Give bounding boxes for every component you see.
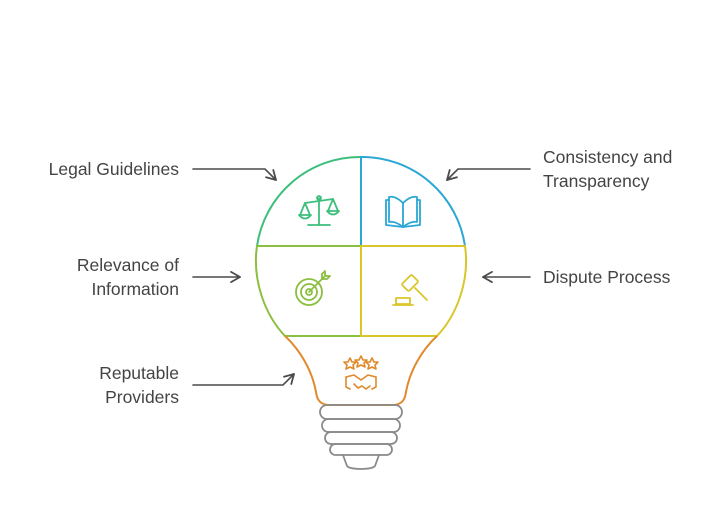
arrow-consistency [446, 168, 531, 181]
label-dispute-line1: Dispute Process [543, 267, 671, 287]
quadrant-relevance [254, 245, 362, 337]
label-relevance-line2: Information [91, 279, 179, 299]
label-legal-guidelines: Legal Guidelines [49, 157, 179, 181]
label-reputable-line2: Providers [105, 387, 179, 407]
target-icon [295, 270, 331, 306]
handshake-stars-icon [343, 355, 379, 390]
label-relevance: Relevance of Information [77, 253, 179, 301]
label-reputable-line1: Reputable [99, 363, 179, 383]
book-icon [385, 195, 421, 228]
label-legal-guidelines-line1: Legal Guidelines [48, 159, 179, 179]
label-dispute: Dispute Process [543, 265, 670, 289]
label-relevance-line1: Relevance of [76, 255, 179, 275]
gavel-icon [392, 274, 428, 306]
label-consistency-line2: Transparency [543, 171, 650, 191]
label-reputable: Reputable Providers [99, 361, 179, 409]
quadrant-legal-guidelines [255, 155, 362, 247]
quadrant-dispute [360, 245, 468, 337]
arrow-reputable [192, 373, 295, 386]
quadrant-consistency [360, 155, 467, 247]
bulb-base [319, 404, 403, 470]
label-consistency: Consistency and Transparency [543, 145, 672, 193]
arrow-legal-guidelines [192, 168, 277, 181]
label-consistency-line1: Consistency and [543, 147, 673, 167]
scales-icon [298, 195, 340, 226]
bulb-neck [284, 335, 438, 406]
